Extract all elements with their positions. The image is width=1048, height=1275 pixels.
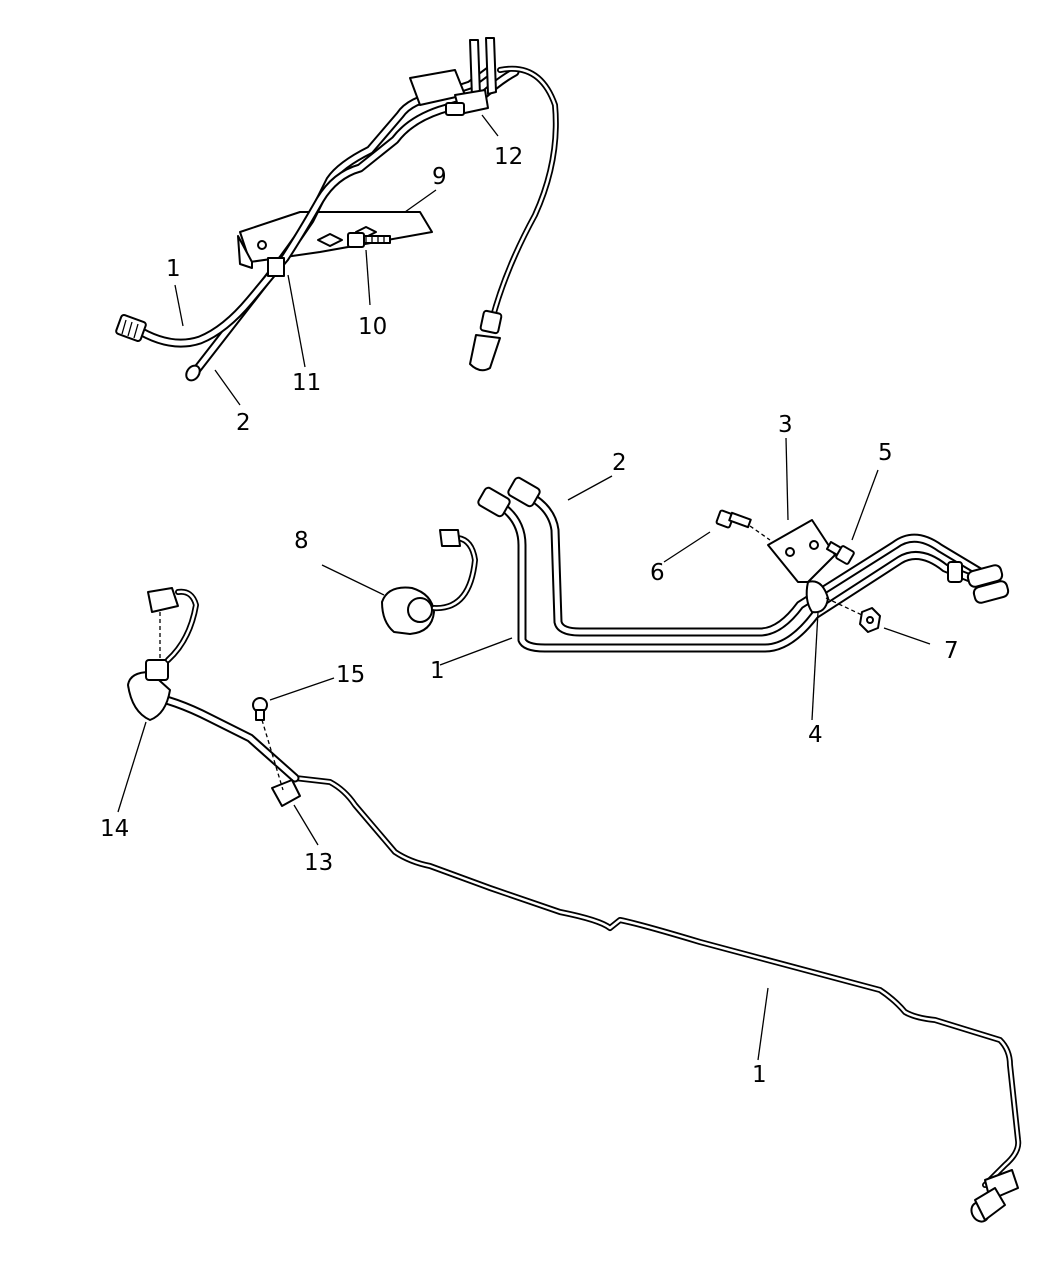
bolt-10 [347, 232, 391, 248]
callout-mid-4: 4 [808, 722, 823, 748]
middle-fuel-tube-1 [495, 500, 980, 653]
middle-right-connectors [947, 561, 1010, 604]
callout-mid-5: 5 [878, 440, 893, 466]
bracket-diamond-hole [317, 233, 343, 247]
callout-upper-12: 12 [494, 144, 523, 170]
push-pin-15 [252, 697, 284, 791]
middle-fuel-line-assembly [381, 476, 1010, 653]
bracket-3-hole [785, 547, 795, 557]
clip-13 [271, 779, 301, 807]
callout-mid-6: 6 [650, 560, 665, 586]
middle-fuel-tube-2 [523, 490, 995, 637]
bolt-5 [825, 541, 855, 565]
bracket-hole [257, 240, 267, 250]
callout-mid-1: 1 [430, 658, 445, 684]
lower-fuel-line-assembly [127, 587, 1022, 1223]
bracket-3 [767, 519, 836, 583]
callout-low-1: 1 [752, 1062, 767, 1088]
lower-fuel-tube-1 [292, 775, 1022, 1188]
upper-fuel-tube-1 [130, 67, 520, 348]
upper-tube-1-fitting [115, 314, 147, 342]
part-8-sensor [381, 529, 478, 635]
middle-left-connectors [477, 476, 541, 518]
callout-upper-9: 9 [432, 164, 447, 190]
callout-upper-2: 2 [236, 410, 251, 436]
bracket-3-hole [809, 540, 819, 550]
nut-7 [825, 597, 881, 633]
upper-return-tube [469, 65, 559, 372]
callout-low-15: 15 [336, 662, 365, 688]
clip-4 [805, 580, 829, 614]
lower-tube-1-end-fitting [970, 1169, 1019, 1223]
upper-connector-module [409, 37, 497, 116]
callout-mid-8: 8 [294, 528, 309, 554]
upper-fuel-line-assembly [115, 37, 559, 382]
bolt-6 [715, 509, 771, 541]
clip-11 [267, 257, 285, 277]
callout-low-14: 14 [100, 816, 129, 842]
callout-mid-3: 3 [778, 412, 793, 438]
callout-numbers: 1 2 9 10 11 12 1 2 3 4 5 6 7 8 1 13 14 1… [100, 144, 959, 1088]
callout-upper-1: 1 [166, 256, 181, 282]
upper-tube-2-end [185, 364, 201, 382]
leader-lines [117, 114, 931, 1061]
hose-14 [127, 659, 300, 783]
upper-bracket-flange [237, 235, 253, 269]
callout-upper-11: 11 [292, 370, 321, 396]
callout-low-13: 13 [304, 850, 333, 876]
callout-mid-7: 7 [944, 638, 959, 664]
callout-upper-10: 10 [358, 314, 387, 340]
callout-mid-2: 2 [612, 450, 627, 476]
lower-wire-harness [147, 587, 199, 663]
